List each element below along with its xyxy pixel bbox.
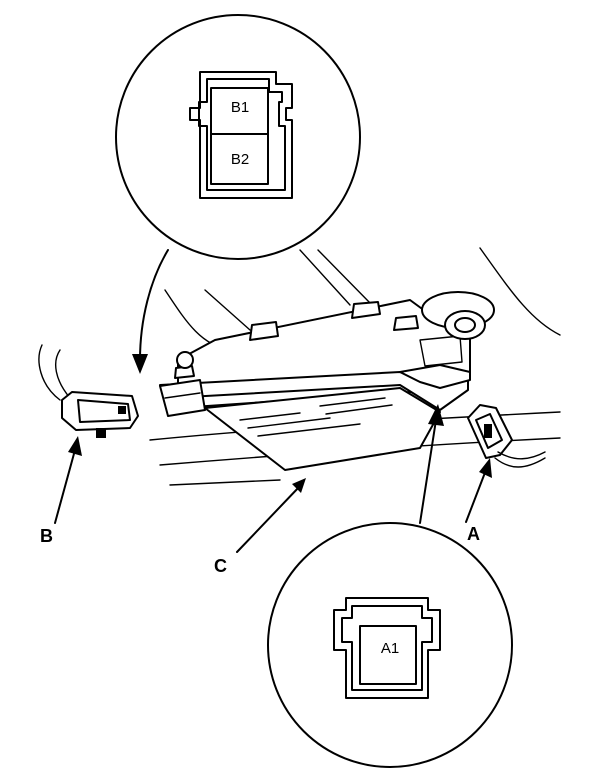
detail-circle-a bbox=[267, 522, 513, 768]
callout-leader-a bbox=[465, 458, 492, 523]
connector-b-detail: B1 B2 bbox=[115, 14, 361, 260]
leader-arrow-b-detail bbox=[132, 249, 169, 374]
control-unit bbox=[159, 291, 495, 471]
callout-leader-b bbox=[54, 436, 82, 524]
connector-a bbox=[467, 404, 546, 468]
connector-b bbox=[38, 344, 139, 438]
connector-a-detail: A1 bbox=[267, 522, 513, 768]
callout-label-c: C bbox=[214, 556, 227, 576]
detail-circle-b bbox=[115, 14, 361, 260]
callout-label-b: B bbox=[40, 526, 53, 546]
pin-b1-label: B1 bbox=[231, 99, 249, 116]
pin-a1-label: A1 bbox=[381, 640, 399, 657]
callout-leader-c bbox=[236, 478, 306, 553]
callout-label-a: A bbox=[467, 524, 480, 544]
leader-arrow-a-detail bbox=[419, 404, 444, 524]
pin-b2-label: B2 bbox=[231, 151, 249, 168]
